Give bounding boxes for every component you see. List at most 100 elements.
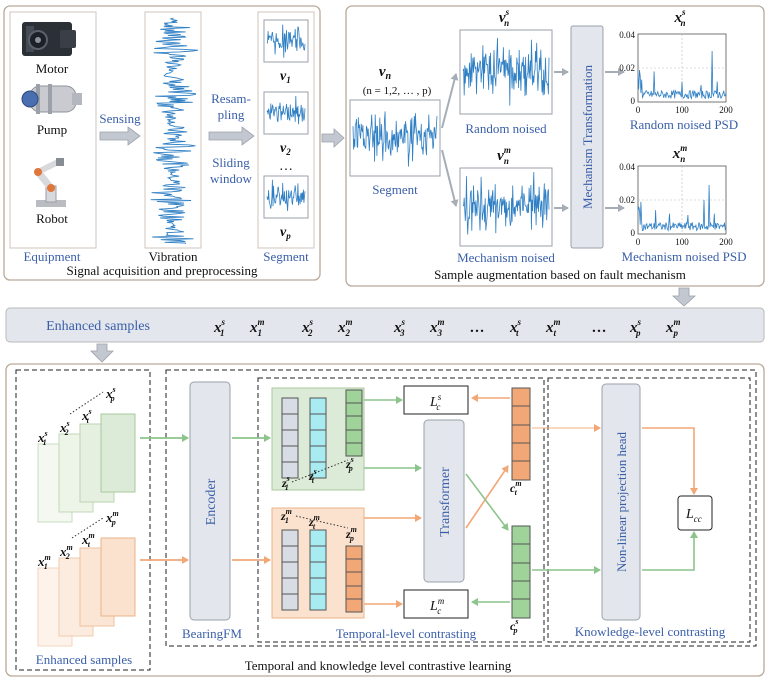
orange-latent-col-p <box>345 545 363 613</box>
green-latent-col-2 <box>309 397 327 479</box>
panel-link-arrow <box>321 128 345 148</box>
arrow-projection-to-lcc-top <box>642 427 698 495</box>
sensing-label: Sensing <box>99 111 141 126</box>
psd-mech-xtick-0: 0 <box>636 237 641 247</box>
resampling-label-2: pling <box>218 107 245 122</box>
orange-latent-col-2 <box>309 529 327 611</box>
psd-mech-ytick-top: 0.04 <box>619 162 635 172</box>
sliding-label-2: window <box>210 171 253 186</box>
loss-cc-label: Lcc <box>685 507 702 524</box>
psd-random-series <box>637 50 727 100</box>
projection-head-block <box>601 383 641 621</box>
segment-v1: v1 <box>280 69 291 85</box>
psd-mechanism-series <box>637 184 727 232</box>
encoder-label: Encoder <box>204 478 219 525</box>
psd-random-ytick-top: 0.04 <box>619 30 635 40</box>
transformer-label: Transformer <box>438 467 453 537</box>
projection-head-label: Non-linear projection head <box>614 431 629 572</box>
knowledge-dashed-box <box>547 377 751 643</box>
psd-mech-ytick-zero: 0 <box>631 228 636 238</box>
robot-icon <box>34 158 66 207</box>
segment-1-signal <box>266 24 306 58</box>
segment-dots: … <box>279 159 293 174</box>
encoder-block <box>189 381 231 621</box>
pump-icon <box>21 84 82 114</box>
enhanced-band-label: Enhanced samples <box>46 319 150 334</box>
psd-mech-xtick-100: 100 <box>675 237 689 247</box>
resampling-label-1: Resam- <box>211 91 251 106</box>
bearingfm-label: BearingFM <box>182 626 242 641</box>
segment-n-signal <box>352 111 438 167</box>
resampling-arrow <box>208 126 255 146</box>
cross-arrow-orange <box>465 465 509 529</box>
psd-mechanism-caption: Mechanism noised PSD <box>622 249 747 264</box>
sliding-label-1: Sliding <box>212 155 250 170</box>
vibration-caption: Vibration <box>148 249 198 264</box>
robot-label: Robot <box>36 211 68 226</box>
sensing-arrow <box>99 126 141 146</box>
loss-m-box <box>403 589 469 619</box>
equipment-caption: Equipment <box>23 249 80 264</box>
acquisition-title: Signal acquisition and preprocessing <box>67 263 258 278</box>
enhanced-sample-10: … <box>592 320 607 336</box>
model-dashed-box <box>165 369 757 647</box>
vn-label: vn <box>379 64 392 82</box>
segment-n-caption: Segment <box>372 182 418 197</box>
orange-sample-stack <box>37 517 136 647</box>
psd-mechanism-plot <box>637 165 727 235</box>
vibration-signal <box>150 17 199 245</box>
temporal-dashed-box <box>257 377 545 643</box>
arrow-to-mechanism <box>441 149 459 207</box>
orange-latent-col-1 <box>281 529 299 611</box>
arrow-projection-to-lcc-bottom <box>642 531 698 571</box>
knowledge-caption: Knowledge-level contrasting <box>575 624 726 639</box>
psd-random-xtick-200: 200 <box>719 105 733 115</box>
mechanism-transformation-label: Mechanism Transformation <box>580 64 595 209</box>
segment-v2: v2 <box>280 141 291 157</box>
cross-arrow-green <box>465 473 509 531</box>
pump-label: Pump <box>37 122 67 137</box>
transformer-block <box>423 419 465 583</box>
context-vector-s <box>511 525 531 619</box>
segment-2-signal <box>266 95 306 125</box>
psd-random-xtick-100: 100 <box>675 105 689 115</box>
temporal-caption: Temporal-level contrasting <box>336 626 477 641</box>
down-arrow-left <box>90 343 114 363</box>
arrow-to-random <box>441 73 459 129</box>
psd-random-ytick-zero: 0 <box>631 96 636 106</box>
psd-random-xtick-0: 0 <box>636 105 641 115</box>
augmentation-title: Sample augmentation based on fault mecha… <box>434 267 686 282</box>
random-noised-caption: Random noised <box>465 121 547 136</box>
psd-random-caption: Random noised PSD <box>630 117 738 132</box>
down-arrow-right <box>671 287 697 307</box>
